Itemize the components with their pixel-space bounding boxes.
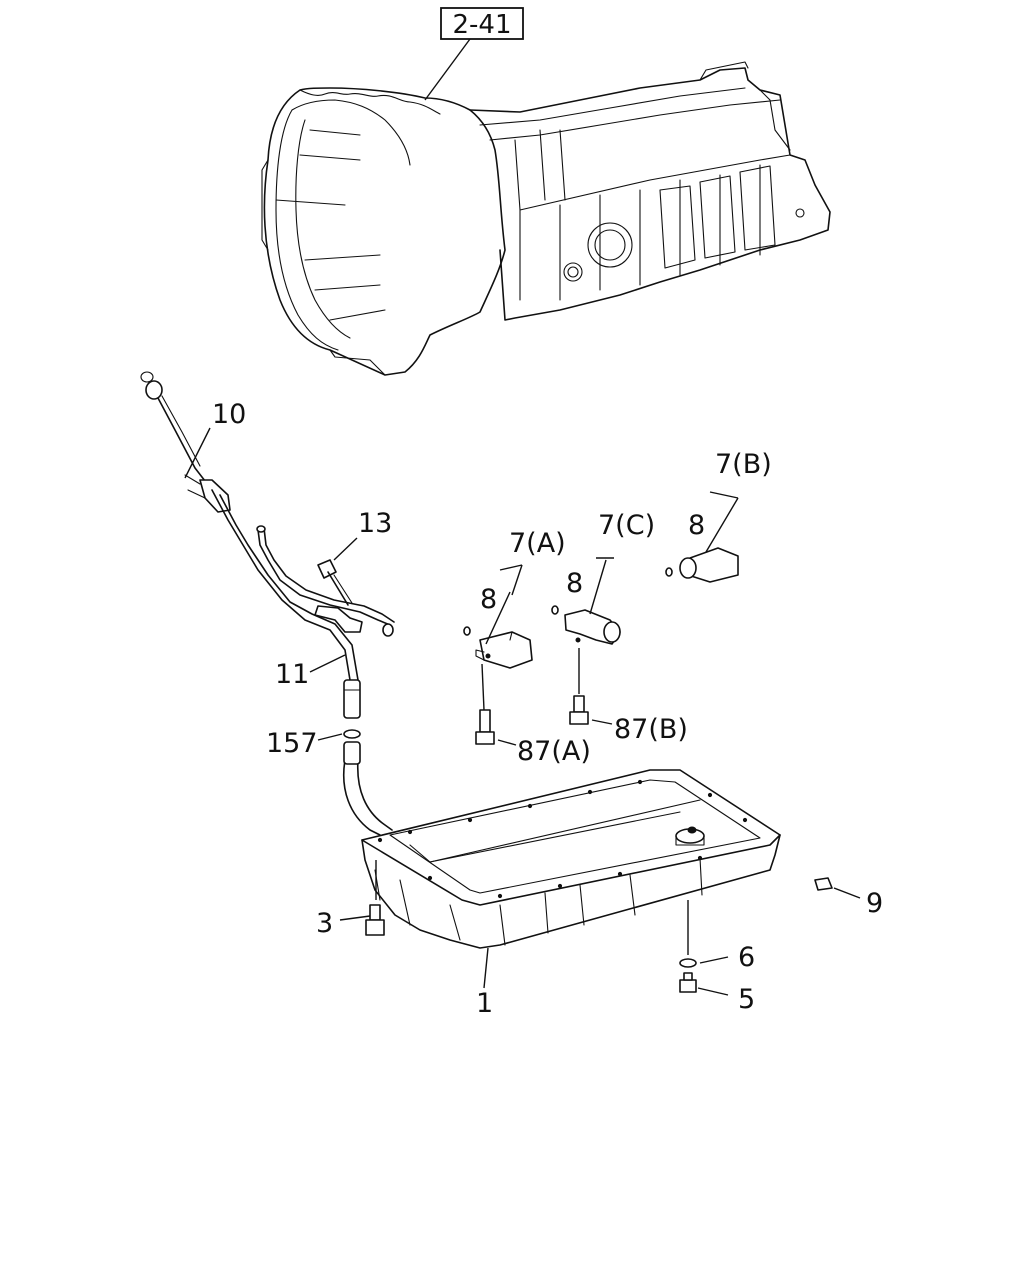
callout-8a: 8 <box>480 584 497 615</box>
callout-87b: 87(B) <box>614 714 688 745</box>
dipstick[interactable] <box>140 371 213 491</box>
callout-5: 5 <box>738 984 755 1015</box>
callout-8c: 8 <box>566 568 583 599</box>
bolt-3[interactable] <box>365 904 385 936</box>
callout-7a: 7(A) <box>509 528 566 559</box>
callout-13: 13 <box>358 508 392 539</box>
o-ring-8b[interactable] <box>665 567 673 577</box>
callout-157: 157 <box>266 728 318 759</box>
washer-6[interactable] <box>679 958 697 968</box>
solenoid-7a[interactable] <box>475 631 533 669</box>
reference-box-label: 2-41 <box>452 10 511 40</box>
clip-9[interactable] <box>814 877 833 891</box>
drain-plug-5[interactable] <box>679 972 697 993</box>
callout-9: 9 <box>866 888 883 919</box>
o-ring[interactable] <box>343 729 361 739</box>
filler-tube[interactable] <box>184 474 395 719</box>
reference-box[interactable]: 2-41 <box>440 7 524 40</box>
oil-pan[interactable] <box>361 769 781 949</box>
callout-87a: 87(A) <box>517 736 591 767</box>
o-ring-8a[interactable] <box>463 626 471 636</box>
solenoid-7c[interactable] <box>564 609 621 645</box>
bolt-87a[interactable] <box>475 709 495 745</box>
pan-filler-tube <box>342 759 381 836</box>
callout-11: 11 <box>275 659 309 690</box>
bolt-87b[interactable] <box>569 695 589 725</box>
bolt-13[interactable] <box>317 559 353 606</box>
callout-10: 10 <box>212 399 246 430</box>
callout-7c: 7(C) <box>598 510 655 541</box>
solenoid-7b[interactable] <box>679 547 739 583</box>
callout-6: 6 <box>738 942 755 973</box>
callout-8b: 8 <box>688 510 705 541</box>
transmission-assembly <box>261 61 831 376</box>
leader-lines <box>184 427 861 996</box>
reference-leader <box>424 38 471 101</box>
callout-1: 1 <box>476 988 493 1019</box>
callout-7b: 7(B) <box>715 449 772 480</box>
o-ring-8c[interactable] <box>551 605 559 615</box>
callout-3: 3 <box>316 908 333 939</box>
